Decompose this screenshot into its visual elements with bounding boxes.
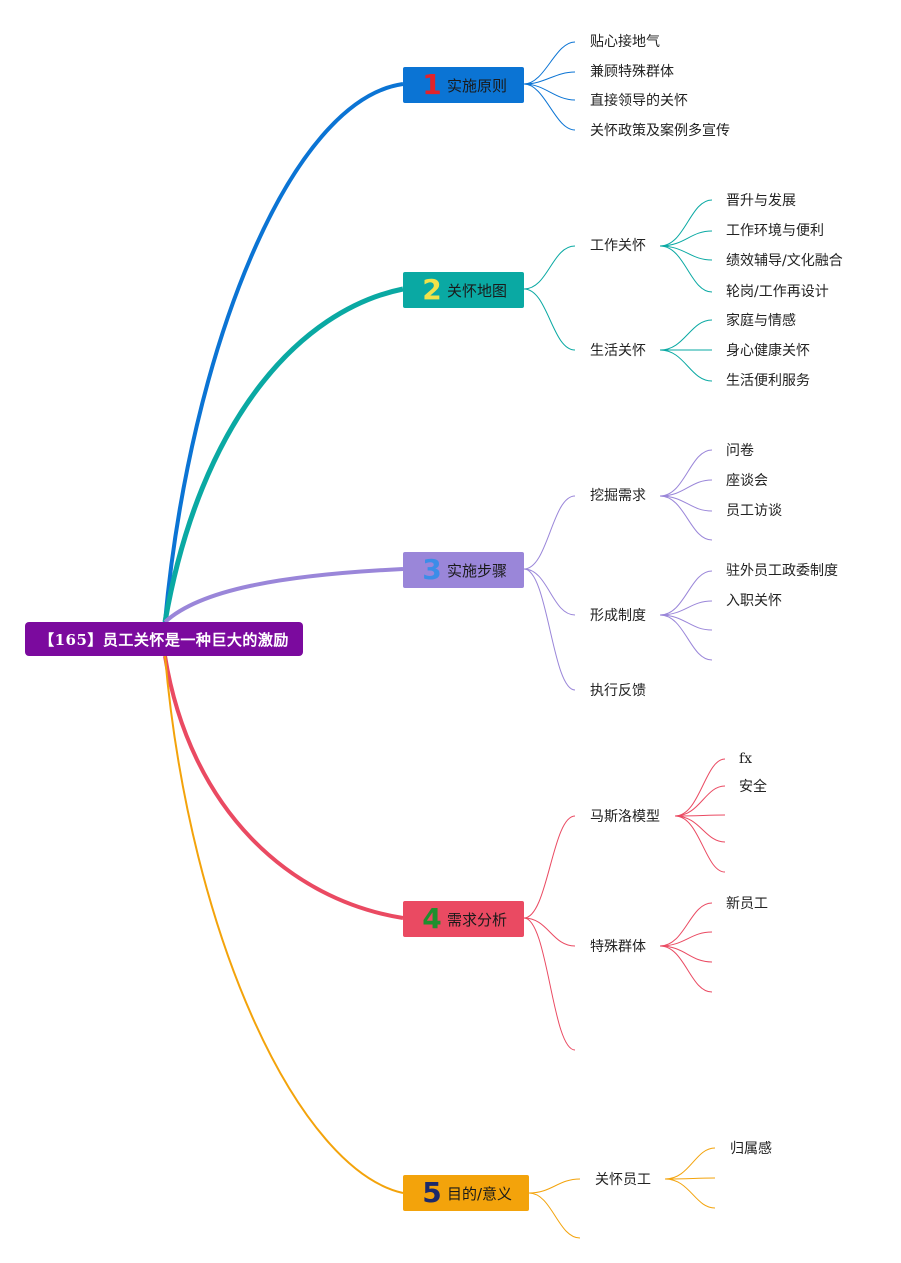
branch-4-node[interactable]: 4 需求分析: [403, 901, 524, 937]
branch-2-number: 2: [422, 273, 442, 306]
connector-root-branch-5: [164, 655, 404, 1194]
branch-4-number: 4: [422, 902, 442, 935]
leaf-1-2[interactable]: 兼顾特殊群体: [590, 64, 674, 80]
leaf-2-2-3[interactable]: 生活便利服务: [726, 373, 810, 389]
leaf-4-2-1[interactable]: 新员工: [726, 896, 768, 912]
connector-root-branch-3: [163, 567, 404, 624]
subnode-2-2[interactable]: 生活关怀: [590, 343, 646, 359]
connector-root-branch-4: [163, 655, 404, 920]
branch-1-node[interactable]: 1 实施原则: [403, 67, 524, 103]
leaf-1-1[interactable]: 贴心接地气: [590, 34, 660, 50]
connectors-branch-3: [523, 449, 713, 691]
branch-1-number: 1: [422, 68, 442, 101]
leaf-4-1-2[interactable]: 安全: [739, 779, 767, 795]
connectors-branch-2: [523, 199, 713, 382]
subnode-3-3[interactable]: 执行反馈: [590, 683, 646, 699]
leaf-3-1-3[interactable]: 员工访谈: [726, 503, 782, 519]
leaf-1-3[interactable]: 直接领导的关怀: [590, 93, 688, 109]
subnode-4-2[interactable]: 特殊群体: [590, 939, 646, 955]
root-label: 【165】员工关怀是一种巨大的激励: [39, 630, 289, 649]
branch-5-label: 目的/意义: [447, 1184, 513, 1203]
leaf-3-1-1[interactable]: 问卷: [726, 443, 754, 459]
branch-2-node[interactable]: 2 关怀地图: [403, 272, 524, 308]
leaf-2-2-2[interactable]: 身心健康关怀: [726, 343, 810, 359]
leaf-2-1-1[interactable]: 晋升与发展: [726, 193, 796, 209]
subnode-4-1[interactable]: 马斯洛模型: [590, 809, 660, 825]
connectors-branch-5: [528, 1147, 716, 1239]
subnode-2-1[interactable]: 工作关怀: [590, 238, 646, 254]
leaf-2-1-3[interactable]: 绩效辅导/文化融合: [726, 253, 843, 269]
branch-3-node[interactable]: 3 实施步骤: [403, 552, 524, 588]
subnode-5-1[interactable]: 关怀员工: [595, 1172, 651, 1188]
connectors-branch-4: [523, 758, 726, 1051]
leaf-4-1-1[interactable]: fx: [739, 751, 753, 767]
root-node[interactable]: 【165】员工关怀是一种巨大的激励: [25, 622, 303, 656]
leaf-2-1-2[interactable]: 工作环境与便利: [726, 223, 824, 239]
subnode-3-1[interactable]: 挖掘需求: [590, 488, 646, 504]
branch-5-node[interactable]: 5 目的/意义: [403, 1175, 529, 1211]
branch-3-number: 3: [422, 553, 442, 586]
connectors-branch-1: [523, 41, 576, 131]
leaf-2-2-1[interactable]: 家庭与情感: [726, 313, 796, 329]
subnode-3-2[interactable]: 形成制度: [590, 608, 646, 624]
branch-4-label: 需求分析: [447, 910, 508, 929]
connector-root-branch-2: [162, 286, 404, 623]
branch-3-label: 实施步骤: [447, 561, 508, 580]
connector-root-branch-1: [163, 82, 404, 623]
branch-1-label: 实施原则: [447, 76, 508, 95]
leaf-3-2-2[interactable]: 入职关怀: [726, 593, 782, 609]
leaf-3-1-2[interactable]: 座谈会: [726, 473, 768, 489]
branch-2-label: 关怀地图: [447, 281, 508, 300]
leaf-1-4[interactable]: 关怀政策及案例多宣传: [590, 123, 730, 139]
leaf-2-1-4[interactable]: 轮岗/工作再设计: [726, 284, 829, 300]
leaf-3-2-1[interactable]: 驻外员工政委制度: [726, 563, 838, 579]
branch-5-number: 5: [422, 1176, 442, 1209]
leaf-5-1-1[interactable]: 归属感: [730, 1141, 772, 1157]
